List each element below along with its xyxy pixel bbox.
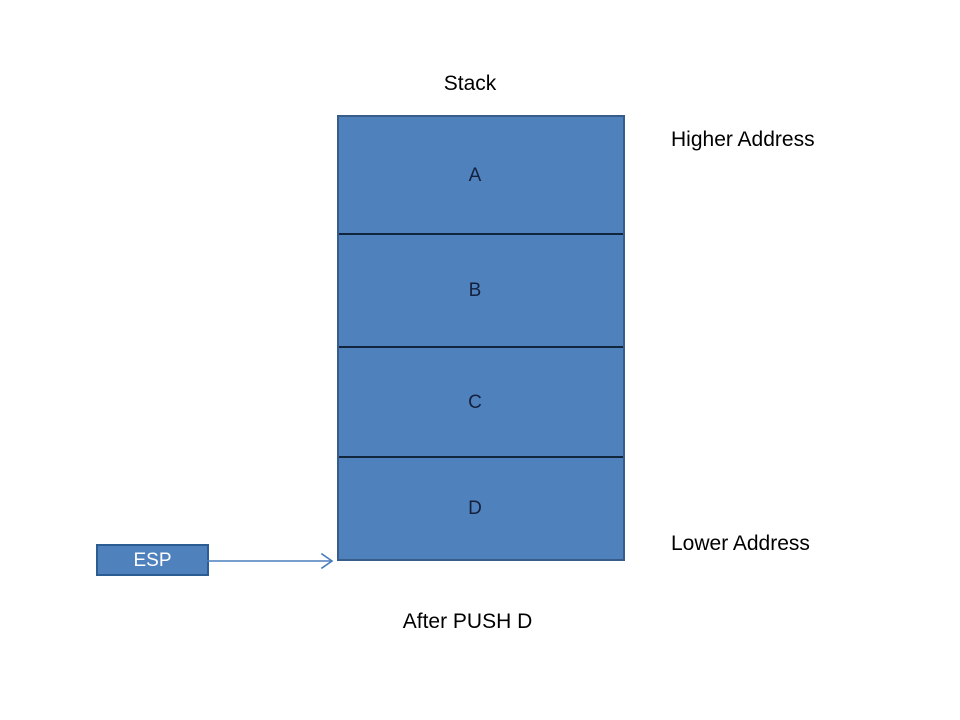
stack-cell-a: A [339, 117, 623, 233]
esp-arrow-icon [205, 552, 334, 570]
esp-label: ESP [133, 549, 172, 571]
esp-pointer-box: ESP [96, 544, 209, 576]
stack-cell-label: D [468, 498, 482, 519]
stack-container: A B C D [337, 115, 625, 561]
lower-address-label: Lower Address [671, 532, 810, 555]
diagram-title: Stack [443, 72, 497, 95]
stack-cell-label: C [468, 391, 482, 413]
diagram-caption: After PUSH D [402, 610, 533, 633]
stack-cell-label: A [468, 164, 482, 186]
stack-cell-d: D [339, 456, 623, 559]
higher-address-label: Higher Address [671, 128, 815, 151]
stack-cell-label: B [468, 280, 482, 301]
stack-cell-c: C [339, 346, 623, 456]
stack-cell-b: B [339, 233, 623, 346]
